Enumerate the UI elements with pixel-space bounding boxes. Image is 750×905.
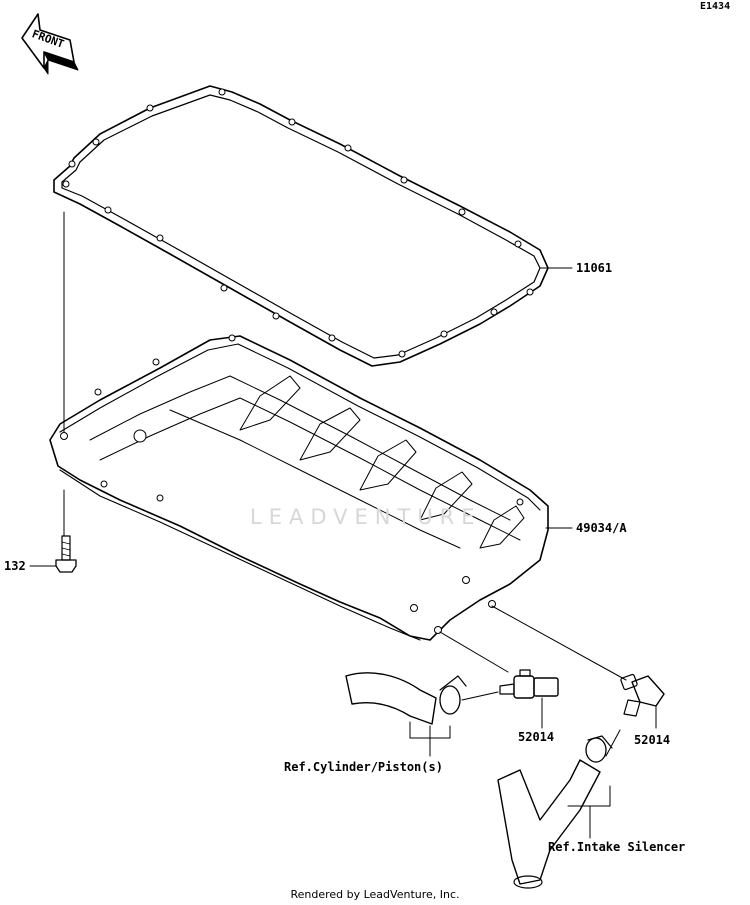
part-number-52014-left[interactable]: 52014: [518, 730, 555, 744]
fitting-52014-left: [499, 669, 559, 729]
part-number-132[interactable]: 132: [4, 559, 26, 573]
hose-left: [345, 672, 451, 757]
part-number-52014-right[interactable]: 52014: [634, 733, 671, 747]
hose-clamp-left: [439, 675, 499, 715]
footer-credit: Rendered by LeadVenture, Inc.: [290, 888, 460, 901]
oil-pan-gasket: [53, 85, 549, 367]
hose-clamp-right: [585, 729, 621, 763]
oil-pan: [49, 334, 549, 641]
leadventure-watermark: LEADVENTURE: [250, 505, 482, 529]
fitting-52014-right: [620, 673, 665, 729]
intake-silencer-hose: [497, 759, 611, 889]
diagram-code: E1434: [700, 1, 731, 12]
ref-cylinder-piston[interactable]: Ref.Cylinder/Piston(s): [284, 760, 443, 774]
ref-intake-silencer[interactable]: Ref.Intake Silencer: [548, 840, 686, 854]
bolt-132: [55, 535, 77, 573]
part-number-49034a[interactable]: 49034/A: [576, 521, 627, 535]
part-number-11061[interactable]: 11061: [576, 261, 613, 275]
front-arrow-icon: FRONT: [21, 13, 79, 75]
